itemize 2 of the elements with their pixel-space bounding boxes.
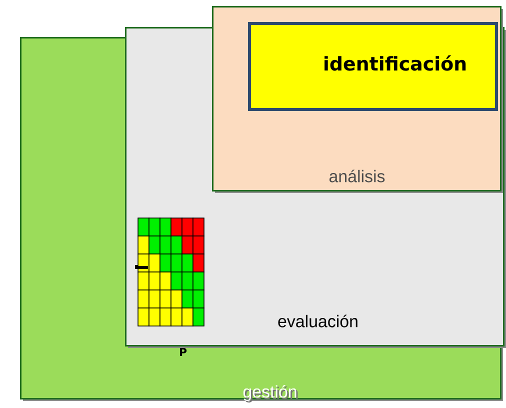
highlight-box: identificación	[248, 22, 498, 111]
axis-letter: P	[180, 348, 187, 356]
